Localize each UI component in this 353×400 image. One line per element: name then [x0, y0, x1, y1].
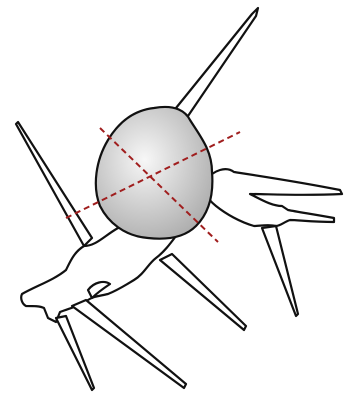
- spine-top: [176, 8, 258, 116]
- spine-lower-middle: [160, 254, 246, 330]
- spine-lower-left-1: [56, 316, 94, 390]
- arm-right: [204, 169, 342, 226]
- spine-left-upper: [16, 122, 92, 246]
- arm-lower-left: [21, 227, 176, 322]
- spine-right-down: [262, 226, 298, 316]
